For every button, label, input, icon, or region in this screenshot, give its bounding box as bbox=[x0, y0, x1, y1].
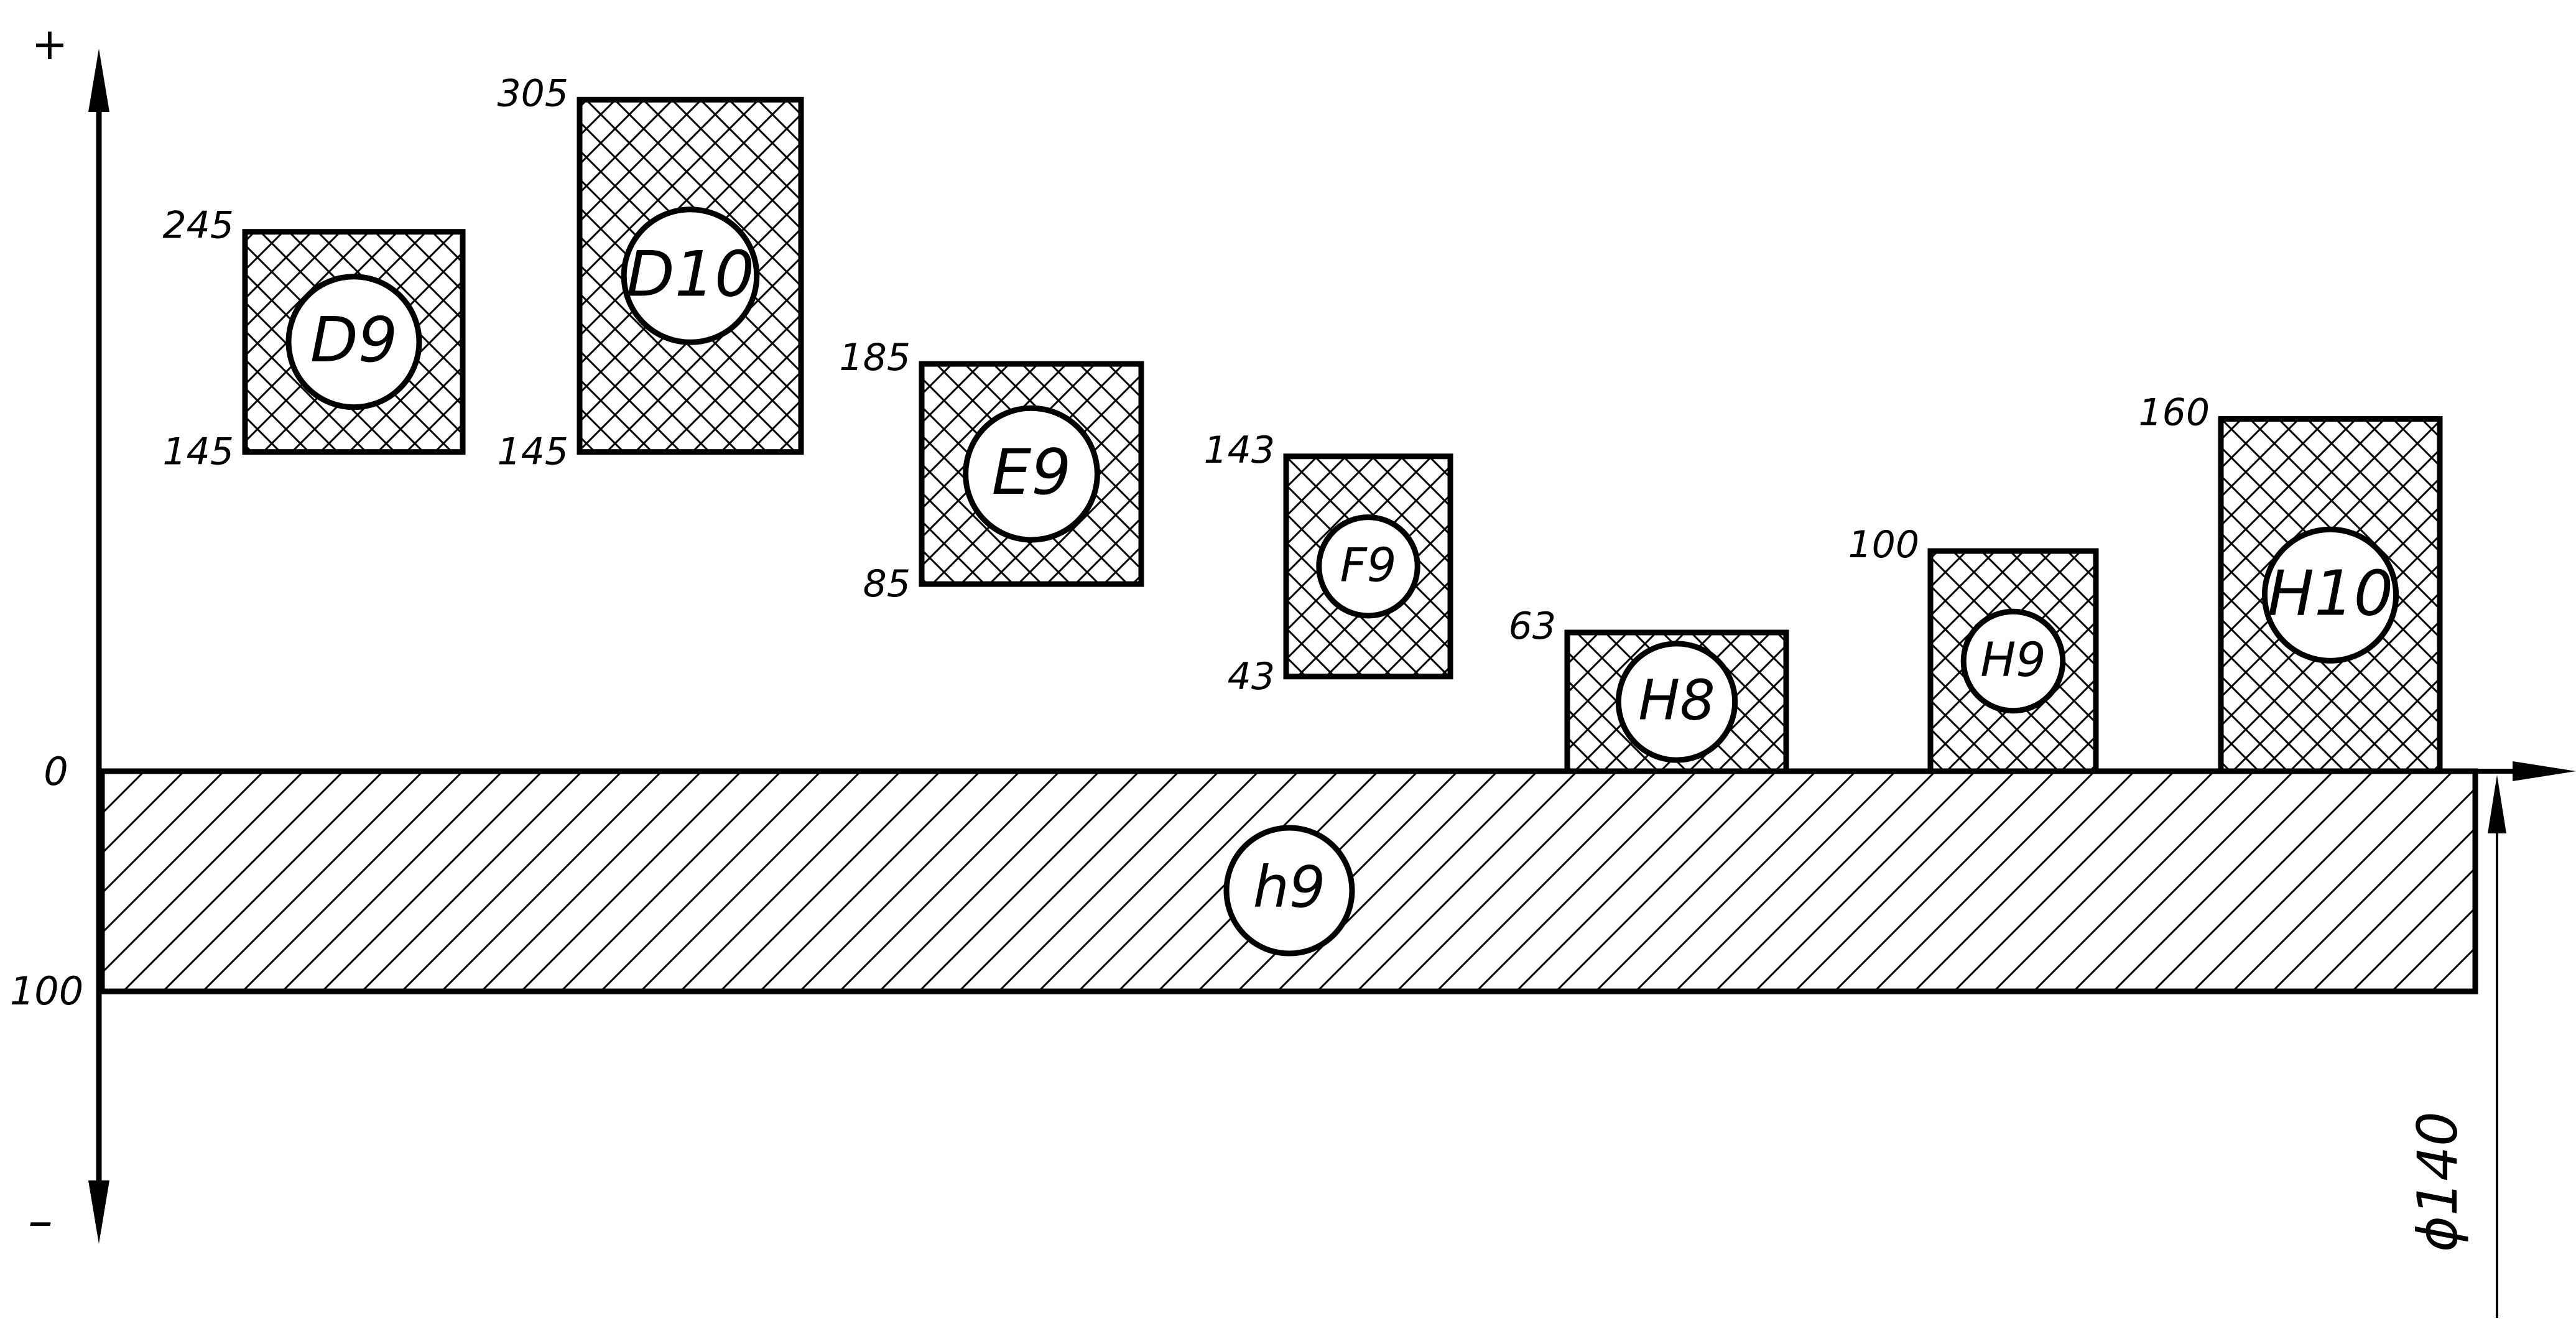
hole-field-d9: D9 245 145 bbox=[162, 204, 466, 474]
hole-label: E9 bbox=[991, 435, 1071, 509]
zero-label: 0 bbox=[44, 749, 68, 794]
minus-sign: – bbox=[28, 1192, 53, 1249]
hole-label: H9 bbox=[1980, 632, 2046, 687]
arrow-right-icon bbox=[2513, 761, 2576, 781]
hole-label: H10 bbox=[2268, 557, 2393, 629]
hole-field-f9: F9 143 43 bbox=[1203, 429, 1453, 698]
hole-label-circle bbox=[963, 405, 1100, 543]
hole-field-h9: H9 100 bbox=[1848, 523, 2099, 774]
upper-deviation-label: 100 bbox=[1848, 523, 1919, 567]
hole-label: F9 bbox=[1340, 538, 1397, 593]
hole-label-circle bbox=[1615, 641, 1738, 763]
hole-label-circle bbox=[1960, 608, 2066, 714]
upper-deviation-label: 160 bbox=[2138, 391, 2210, 435]
upper-deviation-label: 185 bbox=[839, 336, 910, 379]
hole-label: H8 bbox=[1638, 668, 1715, 733]
arrow-down-icon bbox=[88, 1180, 109, 1244]
hole-label-circle bbox=[2261, 526, 2399, 664]
hole-label: D10 bbox=[626, 238, 754, 311]
vertical-axis bbox=[88, 49, 109, 1244]
shaft-label-circle: h9 bbox=[1223, 825, 1355, 957]
lower-deviation-label: 43 bbox=[1228, 655, 1275, 698]
hole-label-circle bbox=[1316, 514, 1420, 619]
lower-deviation-label: 145 bbox=[162, 430, 234, 474]
upper-deviation-label: 305 bbox=[497, 72, 568, 115]
hole-field-d10: D10 305 145 bbox=[497, 72, 804, 474]
arrow-up-icon bbox=[88, 49, 109, 112]
hole-label: D9 bbox=[310, 304, 398, 376]
upper-deviation-label: 63 bbox=[1509, 605, 1556, 648]
hole-field-h10: H10 160 bbox=[2138, 391, 2443, 774]
hole-label-circle bbox=[285, 274, 422, 410]
hole-label-circle bbox=[621, 206, 760, 345]
hole-field-h8: H8 63 bbox=[1509, 605, 1789, 774]
lower-deviation-label: 85 bbox=[863, 562, 910, 606]
shaft-lower-label: 100 bbox=[10, 968, 83, 1014]
diameter-label: ϕ140 bbox=[2406, 1111, 2470, 1252]
arrow-up-icon bbox=[2488, 775, 2506, 833]
shaft-label: h9 bbox=[1253, 854, 1326, 920]
hole-field-e9: E9 185 85 bbox=[839, 336, 1144, 606]
upper-deviation-label: 143 bbox=[1203, 429, 1275, 472]
lower-deviation-label: 145 bbox=[497, 430, 568, 474]
upper-deviation-label: 245 bbox=[162, 204, 234, 248]
diameter-dimension bbox=[2488, 775, 2506, 1318]
plus-sign: + bbox=[32, 19, 68, 70]
